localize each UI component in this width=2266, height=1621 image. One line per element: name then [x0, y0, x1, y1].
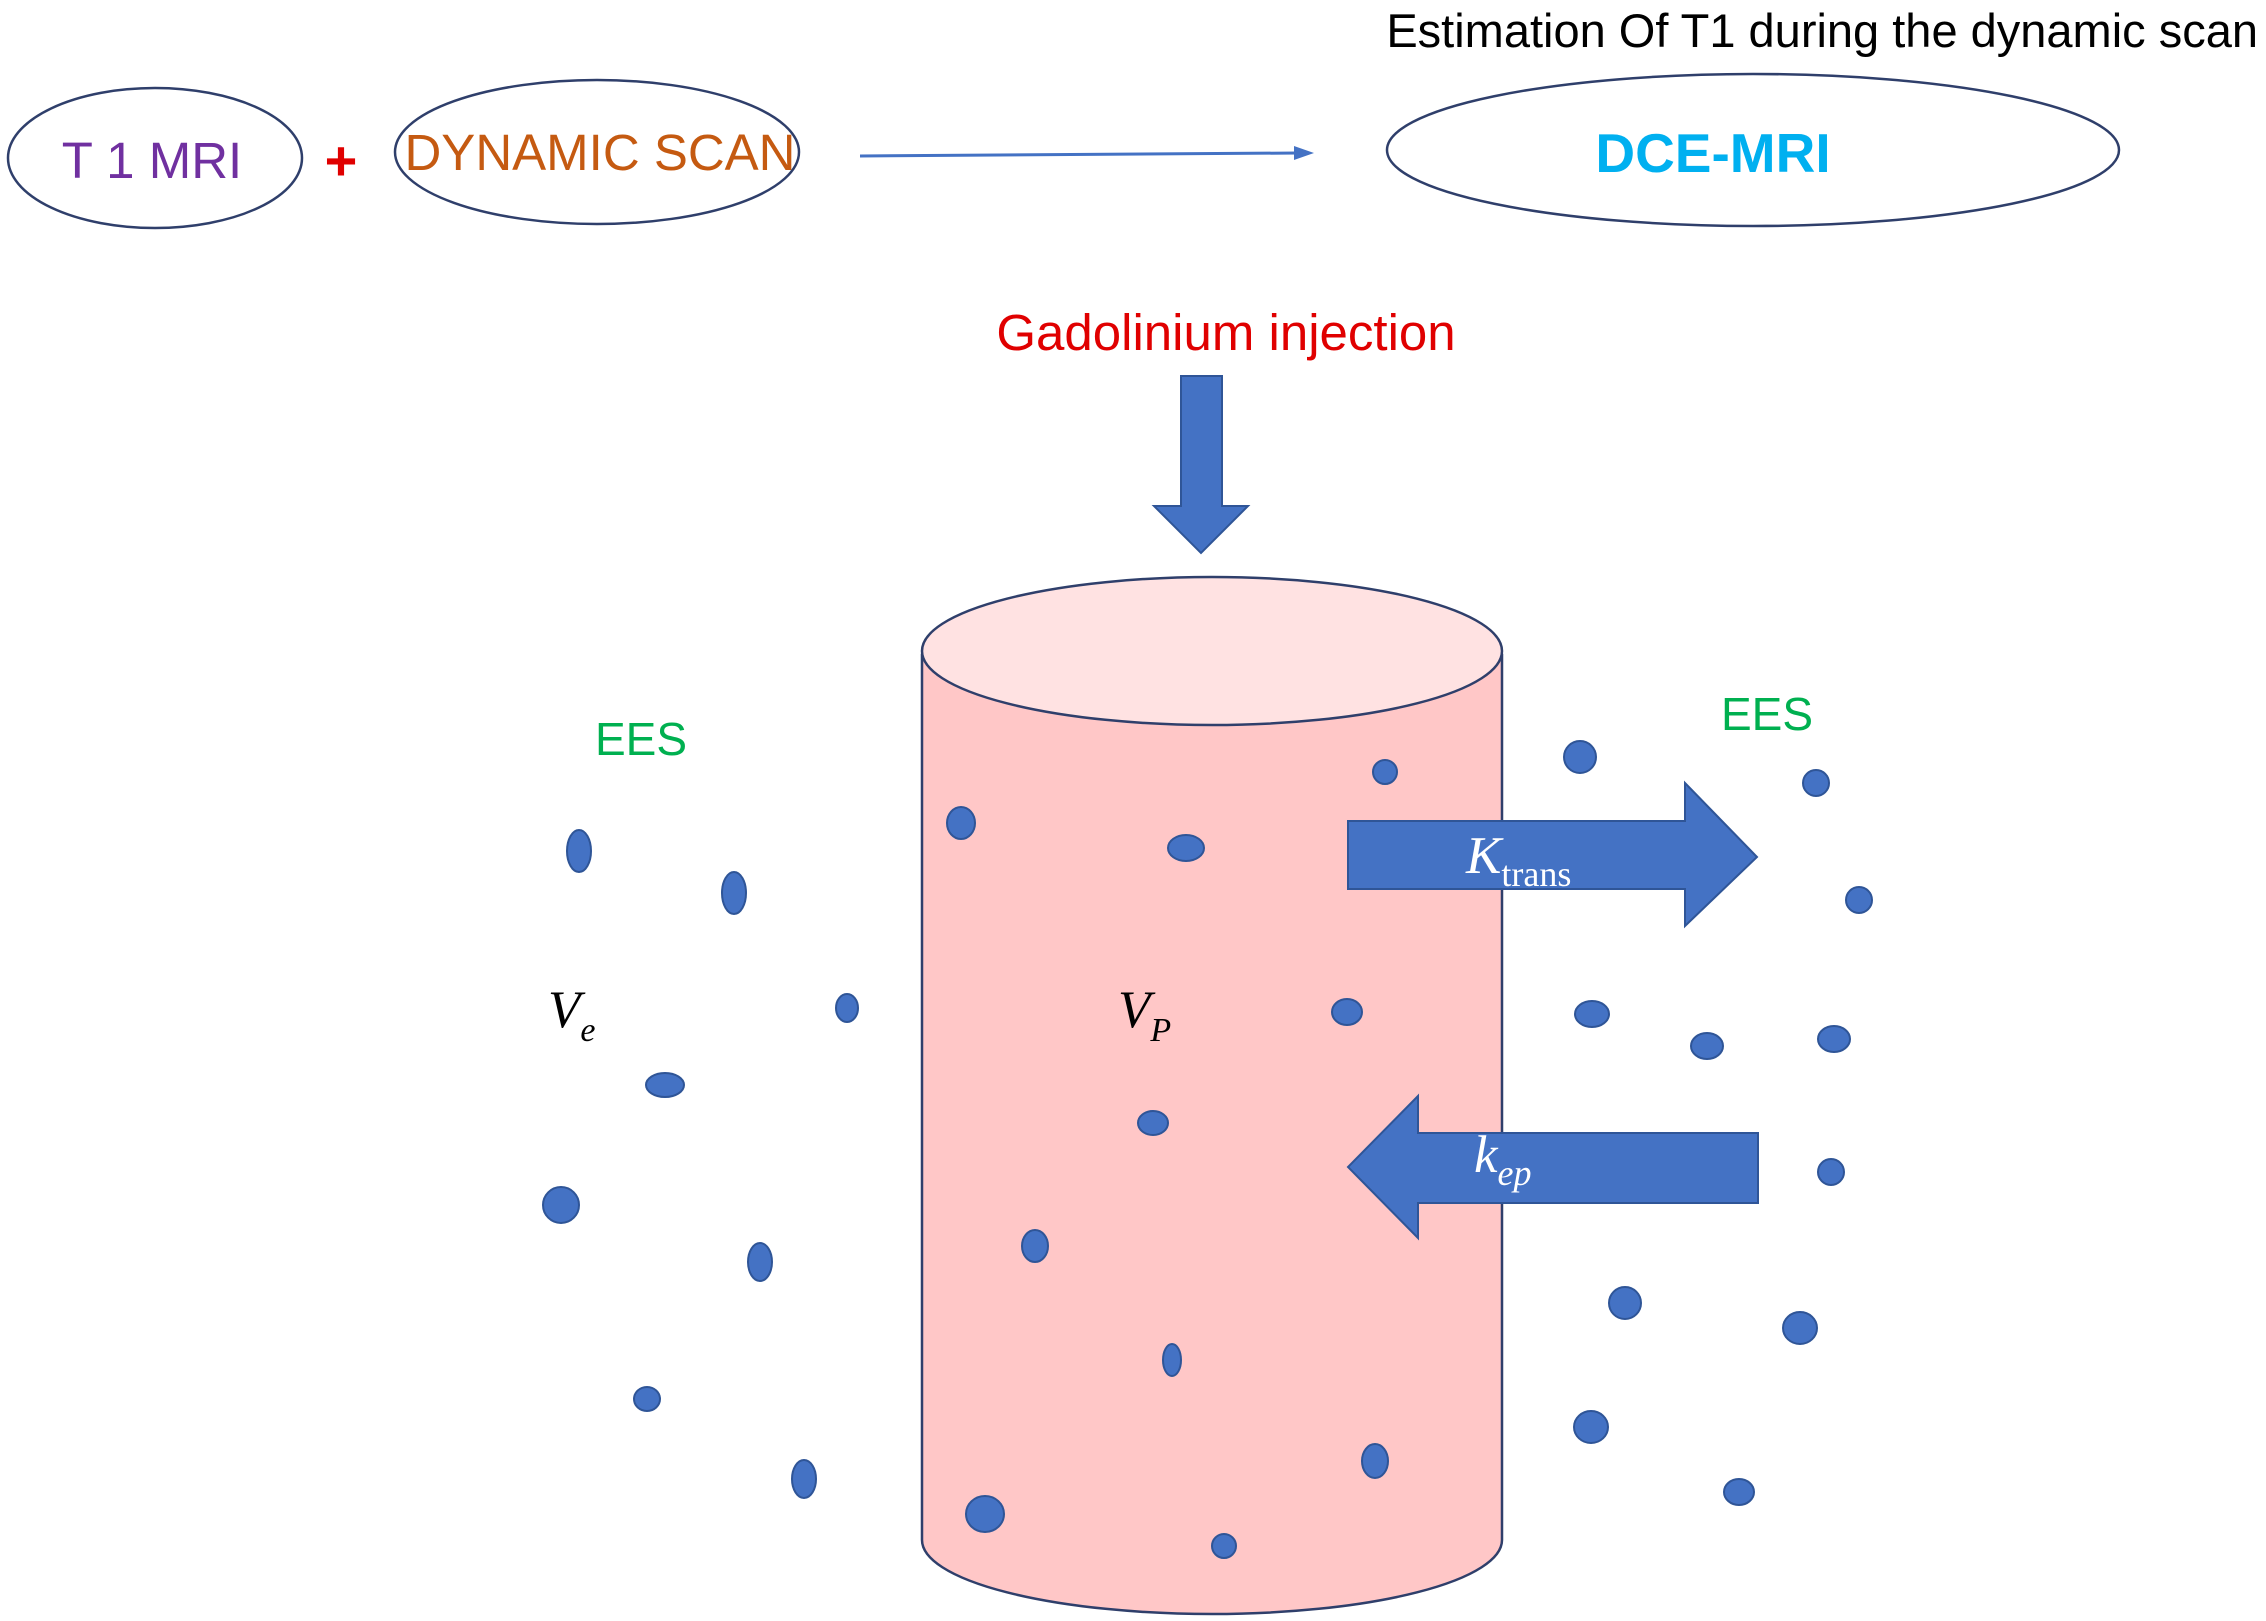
- particle: [791, 1459, 817, 1499]
- ktrans-arrow: [1347, 780, 1759, 929]
- particle: [1608, 1286, 1642, 1320]
- particle: [835, 993, 859, 1023]
- ktrans-label: Ktrans: [1465, 827, 1571, 894]
- particle: [1137, 1110, 1169, 1136]
- particle: [1690, 1032, 1724, 1060]
- t1-mri-ellipse: [6, 86, 304, 230]
- particle: [1845, 886, 1873, 914]
- cylinder-top: [920, 575, 1504, 727]
- particle: [965, 1495, 1005, 1533]
- particle: [566, 829, 592, 873]
- particle: [946, 806, 976, 840]
- dynamic-scan-ellipse: [393, 78, 801, 226]
- particle: [1361, 1443, 1389, 1479]
- particle: [721, 871, 747, 915]
- injection-arrow: [1151, 375, 1251, 555]
- ees-label-right: EES: [1721, 688, 1813, 740]
- particle: [542, 1186, 580, 1224]
- dynamic-scan-label: DYNAMIC SCAN: [404, 124, 795, 181]
- vp-label: VP: [1118, 981, 1171, 1049]
- pipeline-arrow: [859, 146, 1314, 160]
- particle: [747, 1242, 773, 1282]
- particle: [1162, 1343, 1182, 1377]
- plus-sign: +: [325, 129, 358, 192]
- kep-label: kep: [1474, 1126, 1532, 1193]
- particle: [1574, 1000, 1610, 1028]
- particle: [1782, 1311, 1818, 1345]
- particle: [1802, 769, 1830, 797]
- particle: [1021, 1229, 1049, 1263]
- contrast-particles: [542, 740, 1873, 1559]
- particle: [1573, 1410, 1609, 1444]
- particle: [1817, 1025, 1851, 1053]
- ve-label: Ve: [548, 981, 595, 1049]
- particle: [633, 1386, 661, 1412]
- header-note: Estimation Of T1 during the dynamic scan: [1386, 4, 2258, 57]
- injection-label: Gadolinium injection: [996, 304, 1455, 361]
- dce-mri-ellipse: [1385, 72, 2121, 228]
- particle: [1563, 740, 1597, 774]
- particle: [1723, 1478, 1755, 1506]
- particle: [1167, 834, 1205, 862]
- kep-arrow: [1346, 1093, 1759, 1241]
- particle: [1372, 759, 1398, 785]
- particle: [645, 1072, 685, 1098]
- cylinder-body: [920, 653, 1504, 1616]
- particle: [1817, 1158, 1845, 1186]
- particle: [1331, 998, 1363, 1026]
- plasma-cylinder: [920, 575, 1504, 1616]
- particle: [1211, 1533, 1237, 1559]
- dce-mri-label: DCE-MRI: [1595, 122, 1830, 184]
- ees-label-left: EES: [595, 713, 687, 765]
- t1-mri-label: T 1 MRI: [62, 132, 242, 189]
